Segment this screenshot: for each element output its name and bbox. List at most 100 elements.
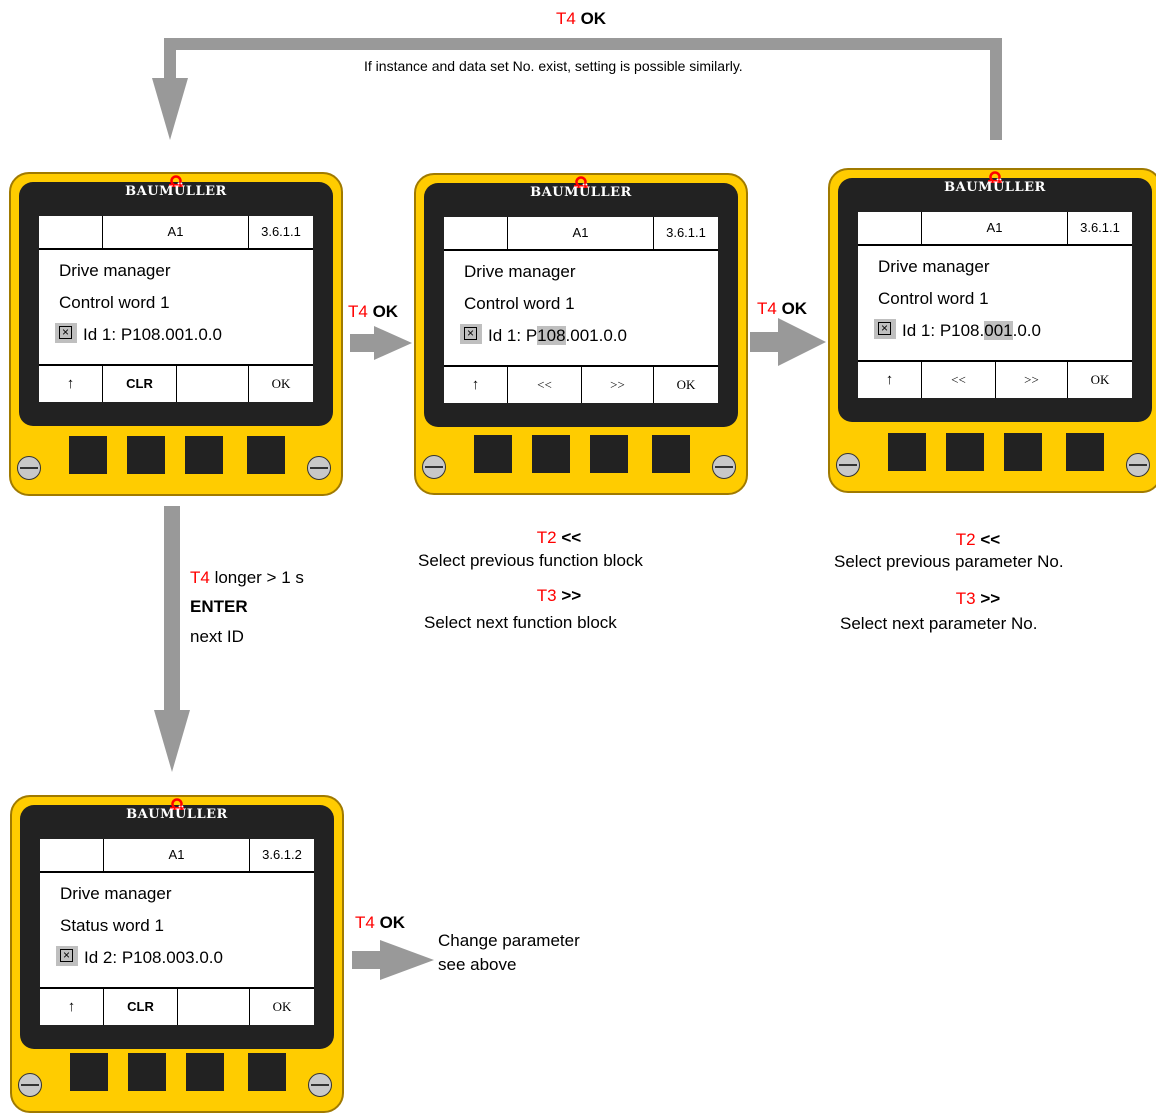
device-bezel: BAUMÜLLER A1 3.6.1.1 Drive manager Contr…: [19, 175, 333, 426]
device-screen: A1 3.6.1.1 Drive manager Control word 1 …: [39, 216, 313, 402]
keypad-key-t4[interactable]: [1066, 433, 1104, 471]
baumuller-logo-icon: [988, 171, 1002, 183]
id-pre: P108.: [939, 321, 985, 340]
screen-id-line: ×Id 1: P108.001.0.0: [55, 323, 222, 345]
arrow3-shaft: [352, 951, 382, 969]
screw-icon: [712, 455, 736, 479]
keypad-key-t3[interactable]: [185, 436, 223, 474]
arrow2-action: OK: [781, 299, 808, 318]
id-post: .0.0: [1012, 321, 1041, 340]
keypad-key-t3[interactable]: [186, 1053, 224, 1091]
softkey-label-1: ↑: [858, 362, 922, 398]
keypad-key-t2[interactable]: [532, 435, 570, 473]
screen-footer: ↑ << >> OK: [858, 360, 1132, 398]
softkey-label-3: [178, 989, 250, 1025]
keypad-key-t4[interactable]: [652, 435, 690, 473]
keypad-key-t4[interactable]: [248, 1053, 286, 1091]
softkey-label-1: ↑: [39, 366, 103, 402]
keypad-key-t3[interactable]: [590, 435, 628, 473]
id-prefix: Id 1:: [902, 321, 940, 340]
keypad-key-t2[interactable]: [946, 433, 984, 471]
fb-t3-sym: >>: [561, 586, 582, 605]
screen-header: A1 3.6.1.1: [858, 212, 1132, 246]
arrow1-head: [374, 326, 412, 360]
softkey-label-2: <<: [922, 362, 996, 398]
arrow3-action: OK: [379, 913, 406, 932]
keypad-device: BAUMÜLLER A1 3.6.1.1 Drive manager Contr…: [9, 172, 343, 496]
down-text: longer > 1 s: [214, 568, 304, 587]
top-loop-arrow: [164, 38, 1002, 140]
device-logo: BAUMÜLLER: [125, 184, 227, 199]
keypad-key-t4[interactable]: [247, 436, 285, 474]
softkey-label-3: [177, 366, 249, 402]
screen-id-line: ×Id 1: P108.001.0.0: [460, 324, 627, 346]
header-cell-left: [444, 217, 508, 249]
keypad-key-t1[interactable]: [70, 1053, 108, 1091]
screen-footer: ↑ CLR OK: [39, 364, 313, 402]
top-key: T4: [556, 9, 576, 28]
arrow1-key: T4: [348, 302, 368, 321]
arrow2-head: [778, 318, 826, 366]
down-arrow-head: [154, 710, 190, 772]
keypad-device: BAUMÜLLER A1 3.6.1.2 Drive manager Statu…: [10, 795, 344, 1113]
arrow1-shaft: [350, 334, 376, 352]
device-screen: A1 3.6.1.1 Drive manager Control word 1 …: [858, 212, 1132, 398]
top-loop-arrowhead: [152, 78, 188, 140]
keypad-key-t2[interactable]: [127, 436, 165, 474]
device-bezel: BAUMÜLLER A1 3.6.1.1 Drive manager Contr…: [424, 176, 738, 427]
softkey-label-1: ↑: [444, 367, 508, 403]
fb-t3-text: Select next function block: [424, 613, 617, 632]
keypad-key-t3[interactable]: [1004, 433, 1042, 471]
keypad-key-t1[interactable]: [69, 436, 107, 474]
header-cell-channel: A1: [104, 839, 250, 871]
id-pre: P: [525, 326, 538, 345]
id-highlight: 001: [984, 321, 1013, 340]
screen-id-line: ×Id 1: P108.001.0.0: [874, 319, 1041, 341]
keypad-key-t2[interactable]: [128, 1053, 166, 1091]
baumuller-logo-icon: [169, 175, 183, 187]
arrow2-key: T4: [757, 299, 777, 318]
id-prefix: Id 1:: [488, 326, 526, 345]
arrow3-key: T4: [355, 913, 375, 932]
screw-icon: [17, 456, 41, 480]
arrow2-shaft: [750, 332, 780, 352]
pn-t3-text: Select next parameter No.: [840, 614, 1038, 633]
keypad-key-t1[interactable]: [888, 433, 926, 471]
header-cell-channel: A1: [922, 212, 1068, 244]
header-cell-menu-number: 3.6.1.2: [262, 847, 302, 862]
pn-t2-sym: <<: [980, 530, 1001, 549]
device-bezel: BAUMÜLLER A1 3.6.1.2 Drive manager Statu…: [20, 798, 334, 1049]
screw-icon: [308, 1073, 332, 1097]
screen-line-2: Control word 1: [59, 293, 170, 312]
arrow1-action: OK: [372, 302, 399, 321]
down-next: next ID: [190, 627, 244, 646]
baumuller-logo-icon: [170, 798, 184, 810]
softkey-label-4: OK: [271, 376, 291, 391]
arrow3-label: T4 OK: [355, 913, 405, 933]
fb-t2-label: T2 <<: [418, 528, 700, 548]
fb-t2-sym: <<: [561, 528, 582, 547]
checkbox-x-icon: ×: [56, 946, 78, 966]
screen-line-1: Drive manager: [60, 884, 172, 903]
screw-icon: [1126, 453, 1150, 477]
softkey-label-4: OK: [676, 377, 696, 392]
fb-t3-key: T3: [536, 586, 557, 605]
arrow3-text1: Change parameter: [438, 931, 580, 950]
keypad-key-t1[interactable]: [474, 435, 512, 473]
softkey-label-4: OK: [1090, 372, 1110, 387]
screen-line-1: Drive manager: [59, 261, 171, 280]
device-screen: A1 3.6.1.2 Drive manager Status word 1 ×…: [40, 839, 314, 1025]
id-prefix: Id 1:: [83, 325, 121, 344]
softkey-label-1: ↑: [40, 989, 104, 1025]
pn-t3-label: T3 >>: [834, 589, 1122, 609]
screen-line-1: Drive manager: [464, 262, 576, 281]
header-cell-menu-number: 3.6.1.1: [666, 225, 706, 240]
screw-icon: [18, 1073, 42, 1097]
header-cell-left: [40, 839, 104, 871]
device-logo: BAUMÜLLER: [530, 185, 632, 200]
checkbox-x-icon: ×: [55, 323, 77, 343]
header-cell-left: [39, 216, 103, 248]
pn-t2-label: T2 <<: [834, 530, 1122, 550]
screen-line-2: Status word 1: [60, 916, 164, 935]
